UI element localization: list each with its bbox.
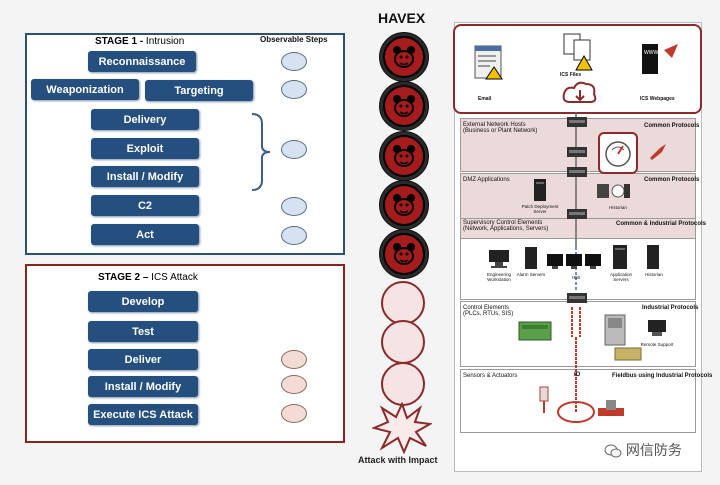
observable-oval: [281, 197, 307, 216]
application-servers-label: Application Servers: [609, 272, 632, 282]
zone-dmz-label: DMZ Applications: [463, 177, 510, 183]
observable-oval: [281, 52, 307, 71]
historian-label: Historian: [645, 272, 663, 277]
step-execute-ics-attack[interactable]: Execute ICS Attack: [88, 404, 198, 425]
bear-icon: [393, 243, 415, 265]
step-targeting[interactable]: Targeting: [145, 80, 253, 101]
remote-support-label: Remote Support: [640, 342, 674, 347]
network-backbone: [571, 112, 581, 412]
workstation-icon: [489, 250, 509, 268]
step-c2[interactable]: C2: [91, 195, 199, 216]
controller-icon: [614, 347, 642, 361]
zone-supervisory-proto: Common & Industrial Protocols: [616, 221, 707, 227]
cloud-download-icon: [562, 81, 597, 103]
io-label: IO: [574, 372, 581, 378]
step-weaponization[interactable]: Weaponization: [31, 79, 139, 100]
email-label: Email: [478, 96, 492, 102]
grouping-brace: [251, 113, 271, 191]
step-develop[interactable]: Develop: [88, 291, 198, 312]
zone-dmz-proto: Common Protocols: [644, 177, 700, 183]
chat-bubble-icon: [604, 444, 622, 458]
server-icon: [534, 179, 546, 201]
remote-support-icon: [648, 320, 666, 336]
step-test[interactable]: Test: [88, 321, 198, 342]
havex-logo-circle: [379, 81, 429, 131]
step-exploit[interactable]: Exploit: [91, 138, 199, 159]
observable-oval: [281, 350, 307, 369]
stage2-title: STAGE 2 – ICS Attack: [98, 272, 198, 283]
step-install-modify[interactable]: Install / Modify: [91, 166, 199, 187]
application-server-icon: [613, 245, 627, 269]
zone-external-label: External Network Hosts(Business or Plant…: [463, 122, 538, 134]
ics-webpages-icon: WWW: [642, 44, 678, 74]
observable-oval: [281, 404, 307, 423]
email-window-icon: [474, 45, 503, 80]
dmz-historian-label: Historian: [609, 205, 627, 210]
bear-icon: [393, 95, 415, 117]
havex-logo-circle: [379, 131, 429, 181]
dmz-equipment-icon: [597, 184, 630, 198]
switch-icon: [567, 117, 587, 127]
ics-files-label: ICS Files: [560, 72, 582, 78]
observable-steps-header: Observable Steps: [260, 35, 328, 44]
patch-server-label: Patch Deployment Server: [521, 204, 559, 214]
hmi-label: HMI: [571, 275, 581, 280]
ics-files-icon: [563, 33, 593, 71]
step-reconnaissance[interactable]: Reconnaissance: [88, 51, 196, 72]
empty-stage-circle: [381, 320, 425, 364]
attack-tool-icon: [650, 144, 666, 160]
havex-logo-circle: [379, 32, 429, 82]
watermark: 网信防务: [604, 440, 682, 460]
ics-webpages-label: ICS Webpages: [640, 96, 675, 102]
engineering-workstation-label: Engineering Workstation: [486, 272, 512, 282]
alarm-servers-label: Alarm Servers: [516, 272, 546, 277]
observable-oval: [281, 80, 307, 99]
zone-supervisory-label: Supervisory Control Elements(Network, Ap…: [463, 220, 549, 232]
step-act[interactable]: Act: [91, 224, 199, 245]
io-ring-icon: [557, 401, 595, 423]
step-install-modify-ics[interactable]: Install / Modify: [88, 376, 198, 397]
observable-oval: [281, 140, 307, 159]
alarm-server-icon: [525, 247, 537, 269]
havex-logo-circle: [379, 229, 429, 279]
attack-impact-label: Attack with Impact: [358, 455, 438, 465]
svg-text:WWW: WWW: [644, 50, 658, 56]
havex-title: HAVEX: [378, 10, 426, 26]
switch-icon: [567, 147, 587, 157]
plc-icon: [518, 321, 552, 341]
rtu-cabinet-icon: [604, 314, 626, 346]
hmi-icon: [547, 254, 601, 269]
empty-stage-circle: [381, 281, 425, 325]
step-deliver[interactable]: Deliver: [88, 349, 198, 370]
observable-oval: [281, 226, 307, 245]
havex-logo-circle: [379, 180, 429, 230]
zone-control-label: Control Elements(PLCs, RTUs, SIS): [463, 305, 514, 317]
switch-icon: [567, 293, 587, 303]
valve-actuator-icon: [598, 400, 624, 416]
wireless-access-icon: [598, 132, 638, 174]
zone-external-proto: Common Protocols: [644, 123, 700, 129]
bear-icon: [393, 194, 415, 216]
explosion-icon: [372, 402, 432, 454]
empty-stage-circle: [381, 362, 425, 406]
sensor-icon: [539, 386, 549, 413]
zone-sensors-label: Sensors & Actuators: [463, 373, 518, 379]
switch-icon: [567, 209, 587, 219]
bear-icon: [393, 145, 415, 167]
switch-icon: [567, 167, 587, 177]
stage1-title: STAGE 1 - Intrusion: [95, 36, 185, 47]
historian-server-icon: [647, 245, 659, 269]
step-delivery[interactable]: Delivery: [91, 109, 199, 130]
zone-sensors-proto: Fieldbus using Industrial Protocols: [612, 373, 713, 379]
zone-control-proto: Industrial Protocols: [642, 305, 699, 311]
bear-icon: [393, 46, 415, 68]
observable-oval: [281, 375, 307, 394]
